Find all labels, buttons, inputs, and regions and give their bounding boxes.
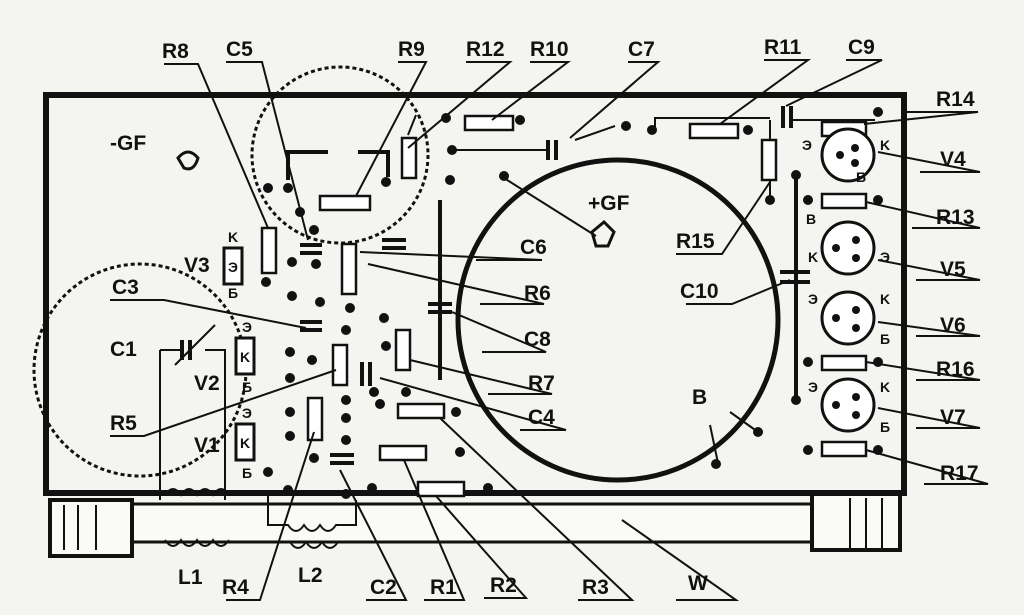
pin-v4-e: Э (802, 137, 812, 153)
label-v4: V4 (940, 148, 966, 171)
pin-v1-e: Э (242, 405, 252, 421)
capacitors (174, 106, 810, 465)
tuning-gear-top (250, 65, 430, 245)
pin-v2-k: K (240, 349, 250, 365)
label-gf-pos: +GF (588, 192, 630, 215)
transistors-left (222, 246, 256, 462)
label-c4: C4 (528, 406, 555, 429)
pin-v1-b: Б (242, 465, 252, 481)
label-r5: R5 (110, 412, 137, 435)
coil-l2 (267, 495, 357, 549)
transistors-right (820, 127, 876, 433)
speaker-outline (455, 157, 781, 483)
label-r8: R8 (162, 40, 189, 63)
gf-pos-terminal-icon (590, 219, 616, 248)
label-r7: R7 (528, 372, 555, 395)
wiring (159, 114, 875, 500)
pin-r13-b: В (806, 211, 816, 227)
label-l2: L2 (298, 564, 323, 587)
label-r13: R13 (936, 206, 975, 229)
label-gf-neg: -GF (110, 132, 146, 155)
label-r15: R15 (676, 230, 715, 253)
pin-v5-k: K (808, 249, 818, 265)
pin-v6-k: K (880, 291, 890, 307)
leader-lines (110, 59, 989, 601)
label-r17: R17 (940, 462, 979, 485)
label-c5: C5 (226, 38, 253, 61)
label-l1: L1 (178, 566, 203, 589)
label-r14: R14 (936, 88, 975, 111)
pin-v3-k: K (228, 229, 238, 245)
label-c3: C3 (112, 276, 139, 299)
label-c1: C1 (110, 338, 137, 361)
pin-v6-e: Э (808, 291, 818, 307)
ferrite-antenna-rod (48, 492, 902, 558)
pin-v5-e: Э (880, 249, 890, 265)
label-r12: R12 (466, 38, 505, 61)
label-v7: V7 (940, 406, 966, 429)
pin-v4-k: K (880, 137, 890, 153)
label-v5: V5 (940, 258, 966, 281)
label-c8: C8 (524, 328, 551, 351)
pin-v2-b: Б (242, 379, 252, 395)
label-c2: C2 (370, 576, 397, 599)
gf-neg-terminal-icon (176, 150, 200, 171)
pin-labels: Э K Б В K Э Э K Б Э K Б K Э Б Э K Б Э K … (228, 137, 890, 481)
resistors (260, 114, 868, 498)
pin-v6-b: Б (880, 331, 890, 347)
label-r2: R2 (490, 574, 517, 597)
pin-v7-k: K (880, 379, 890, 395)
label-r16: R16 (936, 358, 975, 381)
pin-v3-b: Б (228, 285, 238, 301)
component-labels: R8 C5 R9 R12 R10 C7 R11 C9 R14 V4 R13 V5… (110, 36, 979, 599)
label-b: B (692, 386, 707, 409)
label-r9: R9 (398, 38, 425, 61)
label-v6: V6 (940, 314, 966, 337)
label-r6: R6 (524, 282, 551, 305)
label-r3: R3 (582, 576, 609, 599)
label-c10: C10 (680, 280, 719, 303)
label-w: W (688, 572, 708, 595)
label-v1: V1 (194, 434, 220, 457)
label-r10: R10 (530, 38, 569, 61)
pin-v7-e: Э (808, 379, 818, 395)
pin-v1-k: K (240, 435, 250, 451)
label-r4: R4 (222, 576, 249, 599)
pin-v7-b: Б (880, 419, 890, 435)
pin-v3-e: Э (228, 259, 238, 275)
label-r11: R11 (764, 36, 802, 59)
label-c9: C9 (848, 36, 875, 59)
label-c7: C7 (628, 38, 655, 61)
coil-l1 (164, 488, 230, 547)
label-c6: C6 (520, 236, 547, 259)
label-v3: V3 (184, 254, 210, 277)
pin-v2-e: Э (242, 319, 252, 335)
label-v2: V2 (194, 372, 220, 395)
label-r1: R1 (430, 576, 457, 599)
pin-v4-b: Б (856, 169, 866, 185)
